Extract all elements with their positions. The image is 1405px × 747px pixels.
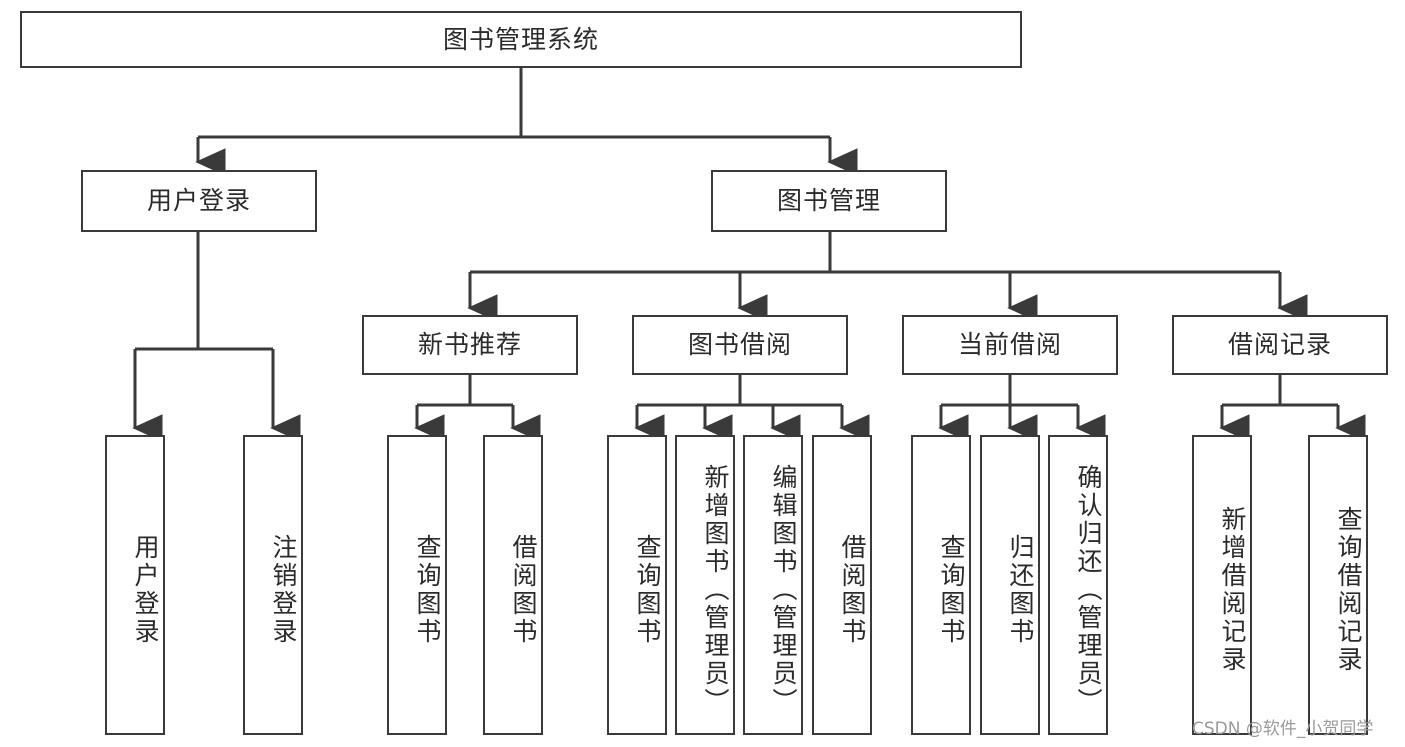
leaf-book-borrow-add-book-admin[interactable]: 新增图书（管理员） xyxy=(675,435,735,735)
watermark: CSDN @软件_小贺同学 xyxy=(1192,719,1374,739)
node-label: 确认归还（管理员） xyxy=(1074,464,1103,716)
node-label: 归还图书 xyxy=(1006,534,1035,646)
node-label: 查询图书 xyxy=(633,534,662,646)
leaf-new-book-borrow-book[interactable]: 借阅图书 xyxy=(483,435,543,735)
node-label: 新增借阅记录 xyxy=(1218,506,1247,674)
node-label: 用户登录 xyxy=(131,534,160,646)
node-label: 当前借阅 xyxy=(957,330,1062,360)
node-book-borrow[interactable]: 图书借阅 xyxy=(632,315,848,375)
node-label: 查询图书 xyxy=(937,534,966,646)
node-label: 注销登录 xyxy=(269,534,298,646)
node-label: 图书借阅 xyxy=(687,330,792,360)
node-label: 新增图书（管理员） xyxy=(701,464,730,716)
node-label: 借阅图书 xyxy=(838,534,867,646)
leaf-current-borrow-confirm-return-admin[interactable]: 确认归还（管理员） xyxy=(1048,435,1108,735)
node-borrow-record[interactable]: 借阅记录 xyxy=(1172,315,1388,375)
leaf-user-login-login[interactable]: 用户登录 xyxy=(105,435,165,735)
leaf-book-borrow-query-book[interactable]: 查询图书 xyxy=(607,435,667,735)
node-label: 借阅图书 xyxy=(509,534,538,646)
node-label: 编辑图书（管理员） xyxy=(769,464,798,716)
node-current-borrow[interactable]: 当前借阅 xyxy=(902,315,1118,375)
node-label: 查询图书 xyxy=(413,534,442,646)
node-label: 借阅记录 xyxy=(1227,330,1332,360)
leaf-new-book-query-book[interactable]: 查询图书 xyxy=(387,435,447,735)
node-label: 查询借阅记录 xyxy=(1334,506,1363,674)
node-user-login[interactable]: 用户登录 xyxy=(81,170,317,232)
leaf-current-borrow-query-book[interactable]: 查询图书 xyxy=(911,435,971,735)
node-label: 新书推荐 xyxy=(417,330,522,360)
node-label: 图书管理系统 xyxy=(442,24,599,54)
leaf-borrow-record-query-record[interactable]: 查询借阅记录 xyxy=(1308,435,1368,735)
node-book-management[interactable]: 图书管理 xyxy=(711,170,947,232)
node-label: 用户登录 xyxy=(146,186,251,216)
node-root-book-management-system[interactable]: 图书管理系统 xyxy=(20,11,1022,68)
leaf-borrow-record-add-record[interactable]: 新增借阅记录 xyxy=(1192,435,1252,735)
leaf-book-borrow-edit-book-admin[interactable]: 编辑图书（管理员） xyxy=(743,435,803,735)
node-label: 图书管理 xyxy=(776,186,881,216)
node-new-book-recommend[interactable]: 新书推荐 xyxy=(362,315,578,375)
leaf-current-borrow-return-book[interactable]: 归还图书 xyxy=(980,435,1040,735)
leaf-book-borrow-borrow-book[interactable]: 借阅图书 xyxy=(812,435,872,735)
leaf-user-login-logout[interactable]: 注销登录 xyxy=(243,435,303,735)
